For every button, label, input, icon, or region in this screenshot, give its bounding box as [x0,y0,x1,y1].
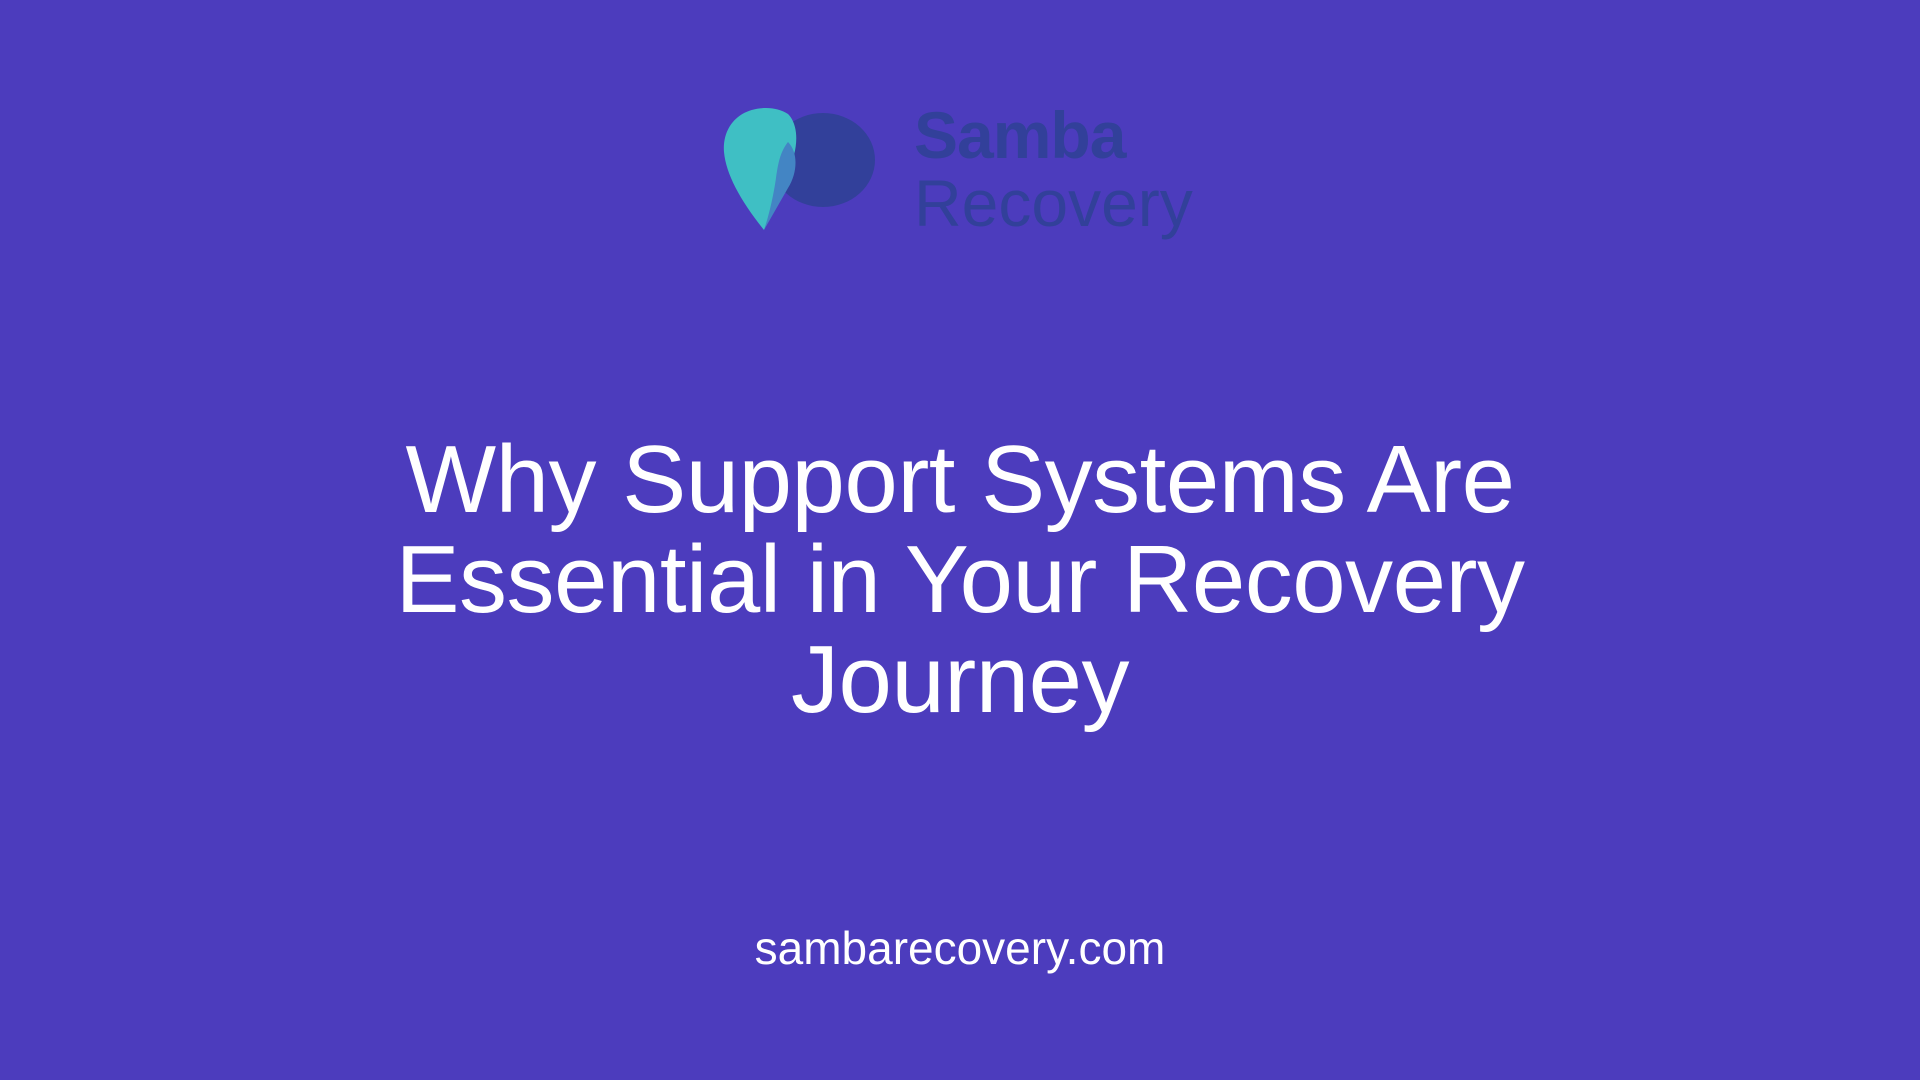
brand-logo: Samba Recovery [718,92,1208,242]
page-headline: Why Support Systems Are Essential in You… [395,426,1525,733]
brand-name-line2: Recovery [914,166,1193,240]
brand-wordmark: Samba Recovery [914,102,1193,236]
site-url: sambarecovery.com [754,922,1166,974]
leaf-heart-icon [723,108,875,230]
brand-name-line1: Samba [914,98,1126,172]
